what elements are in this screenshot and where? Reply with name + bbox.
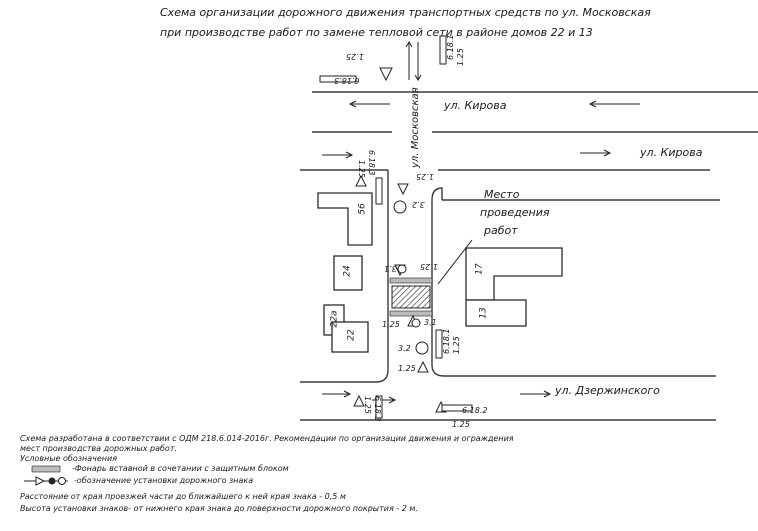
sign-125-work-bottom: 1.25 bbox=[382, 320, 400, 329]
sign-125-work-top: 1.25 bbox=[420, 262, 438, 271]
building-22-label: 22 bbox=[346, 329, 357, 341]
sign-125-bottom-left: 1.25 bbox=[363, 396, 372, 414]
work-site-pointer bbox=[437, 239, 473, 285]
sign-32-bottom: 3.2 bbox=[398, 344, 411, 353]
sign-125-mid: 1.25 bbox=[416, 172, 434, 181]
building-22a-label: 22а bbox=[329, 310, 340, 328]
legend-sign: -обозначение установки дорожного знака bbox=[74, 476, 254, 485]
building-24-label: 24 bbox=[342, 265, 353, 277]
work-site-area bbox=[391, 285, 431, 309]
sign-125-bottom: 1.25 bbox=[398, 364, 416, 373]
moskovskaya-right-edge bbox=[431, 200, 716, 377]
moskovskaya-left-edge bbox=[300, 170, 389, 383]
note-line-2: мест производства дорожных работ. bbox=[20, 444, 178, 453]
sign-31-work-bottom: 3.1 bbox=[424, 318, 437, 327]
note-line-1: Схема разработана в соответствии с ОДМ 2… bbox=[20, 434, 514, 443]
sign-125-top-inv: 1.25 bbox=[346, 52, 364, 61]
building-13-label: 13 bbox=[478, 307, 489, 319]
sign-6181-bottom: 6.18.1 bbox=[442, 328, 451, 354]
work-site-label-1: Место bbox=[484, 188, 520, 201]
sign-markers bbox=[319, 35, 473, 419]
barrier-lamp-bottom bbox=[389, 310, 433, 317]
note-height: Высота установки знаков- от нижнего края… bbox=[20, 504, 418, 513]
work-site-label-2: проведения bbox=[480, 206, 550, 219]
street-kirova-2: ул. Кирова bbox=[640, 146, 703, 159]
building-13 bbox=[465, 299, 527, 327]
sign-125-6182: 1.25 bbox=[452, 420, 470, 429]
sign-125-bottom-right: 1.25 bbox=[452, 336, 461, 354]
legend-title: Условные обозначения bbox=[20, 454, 118, 463]
building-24 bbox=[333, 255, 363, 291]
sign-31-work-top: 3.1 bbox=[384, 264, 397, 273]
traffic-arrows bbox=[322, 41, 640, 404]
sign-32-mid: 3.2 bbox=[412, 200, 425, 209]
sign-125-top: 1.25 bbox=[456, 48, 465, 66]
moskovskaya-right-top bbox=[431, 187, 443, 201]
legend-sign-icon bbox=[24, 476, 68, 486]
sign-125-left: 1.25 bbox=[357, 160, 366, 178]
barrier-lamp-top bbox=[389, 277, 433, 284]
note-distance: Расстояние от края проезжей части до бли… bbox=[20, 492, 346, 501]
sign-6183-top: 6.18.3 bbox=[334, 76, 360, 85]
title-line-1: Схема организации дорожного движения тра… bbox=[160, 6, 651, 19]
sign-6181-top: 6.18.1 bbox=[446, 34, 455, 60]
work-site-label-3: работ bbox=[484, 224, 518, 237]
building-56 bbox=[317, 192, 373, 246]
street-kirova-1: ул. Кирова bbox=[444, 99, 507, 112]
building-22 bbox=[331, 321, 369, 353]
sign-6183-bottom-left: 6.18.3 bbox=[373, 396, 382, 422]
legend-lamp: -Фонарь вставной в сочетании с защитным … bbox=[72, 464, 289, 473]
street-moskovskaya: ул. Московская bbox=[410, 87, 421, 168]
street-dzerzhinskogo: ул. Дзержинского bbox=[555, 384, 660, 397]
building-56-label: 56 bbox=[357, 203, 368, 215]
title-line-2: при производстве работ по замене теплово… bbox=[160, 26, 593, 39]
sign-6182: 6.18.2 bbox=[462, 406, 488, 415]
building-17-label: 17 bbox=[474, 263, 485, 275]
legend-lamp-icon bbox=[31, 465, 61, 473]
sign-6183-left: 6.18.3 bbox=[367, 150, 376, 176]
